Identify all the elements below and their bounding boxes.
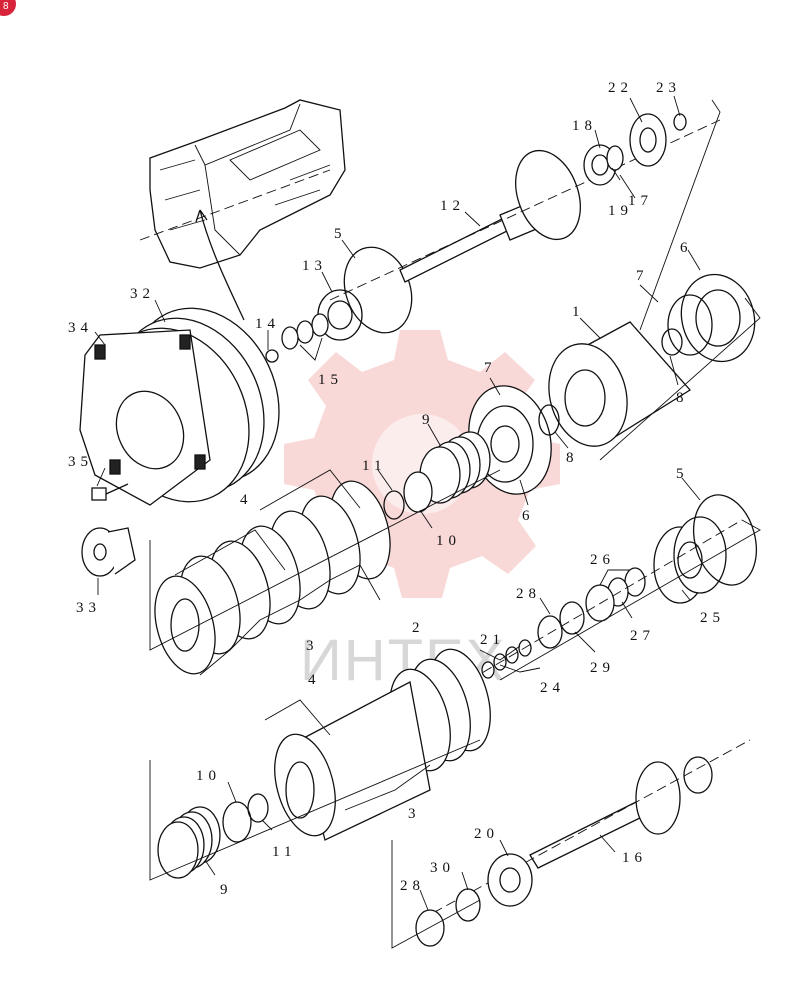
small-seals-14-15: [265, 313, 329, 363]
callout-30: 30: [430, 860, 455, 876]
callout-18: 18: [572, 118, 597, 134]
callout-26: 26: [590, 552, 615, 568]
snap-ring-5-lower: [693, 494, 757, 586]
spring-pack-9-lower: [157, 806, 221, 879]
clutch-plates-lower: [274, 648, 491, 841]
callout-14: 14: [255, 316, 280, 332]
callout-8-center: 8: [566, 450, 579, 466]
callout-28-upper: 28: [516, 586, 541, 602]
hub-25: [653, 516, 727, 604]
washer-10-upper: [403, 471, 433, 513]
input-shaft-12: [329, 119, 721, 301]
snap-ring-11-upper: [383, 490, 405, 520]
callout-15: 15: [318, 372, 343, 388]
callout-3-upper: 3: [306, 638, 319, 654]
callout-1: 1: [572, 304, 585, 320]
clutch-drum-32: [79, 307, 280, 506]
washer-28-lower: [415, 909, 445, 947]
washers-28-29: [537, 601, 585, 649]
callout-29: 29: [590, 660, 615, 676]
spring-pack-9-upper: [419, 431, 491, 504]
transmission-housing: [139, 99, 346, 321]
callout-24: 24: [540, 680, 565, 696]
callout-4-lower: 4: [308, 672, 321, 688]
seal-ring-13: [317, 289, 363, 341]
callout-7-upper: 7: [636, 268, 649, 284]
callout-28-lower: 28: [400, 878, 425, 894]
callouts: 22 23 18 19 17 12 5 13 32 14 34 15 35 33…: [68, 80, 725, 898]
callout-7-center: 7: [484, 360, 497, 376]
callout-10-lower: 10: [196, 768, 221, 784]
callout-8-upper: 8: [676, 390, 689, 406]
washer-10-lower: [222, 801, 252, 843]
callout-22: 22: [608, 80, 633, 96]
corner-badge: 8: [0, 0, 16, 16]
callout-13: 13: [302, 258, 327, 274]
callout-12: 12: [440, 198, 465, 214]
gear-22-23: [629, 113, 687, 167]
callout-20: 20: [474, 826, 499, 842]
callout-9-upper: 9: [422, 412, 435, 428]
callout-5-upper: 5: [334, 226, 347, 242]
bolt-35: [91, 483, 129, 501]
callout-10-upper: 10: [436, 533, 461, 549]
callout-5-lower: 5: [676, 466, 689, 482]
leader-lines: [94, 95, 701, 911]
callout-11-lower: 11: [272, 844, 296, 860]
callout-4-upper: 4: [240, 492, 253, 508]
callout-3-lower: 3: [408, 806, 421, 822]
ring-7-upper: [667, 294, 713, 356]
output-shaft-16: [419, 739, 751, 921]
badge-text: 8: [3, 1, 9, 12]
callout-16: 16: [622, 850, 647, 866]
callout-25: 25: [700, 610, 725, 626]
seal-8-upper: [661, 328, 683, 356]
bearing-20: [487, 853, 533, 907]
hub-33: [81, 527, 136, 577]
clutch-housing-1: [548, 321, 691, 447]
washer-30: [455, 888, 481, 922]
callout-27: 27: [630, 628, 655, 644]
callout-21: 21: [480, 632, 505, 648]
callout-2: 2: [412, 620, 425, 636]
callout-19: 19: [608, 203, 633, 219]
callout-6-center: 6: [522, 508, 535, 524]
callout-23: 23: [656, 80, 681, 96]
callout-32: 32: [130, 286, 155, 302]
callout-34: 34: [68, 320, 93, 336]
callout-6-upper: 6: [680, 240, 693, 256]
callout-11-upper: 11: [362, 458, 386, 474]
snap-ring-11-lower: [247, 793, 269, 823]
clutch-plates-upper: [154, 480, 391, 675]
bearing-18-19: [583, 144, 624, 186]
callout-17: 17: [628, 193, 653, 209]
callout-33: 33: [76, 600, 101, 616]
piston-ring-6-upper: [680, 273, 756, 363]
callout-9-lower: 9: [220, 882, 233, 898]
callout-35: 35: [68, 454, 93, 470]
